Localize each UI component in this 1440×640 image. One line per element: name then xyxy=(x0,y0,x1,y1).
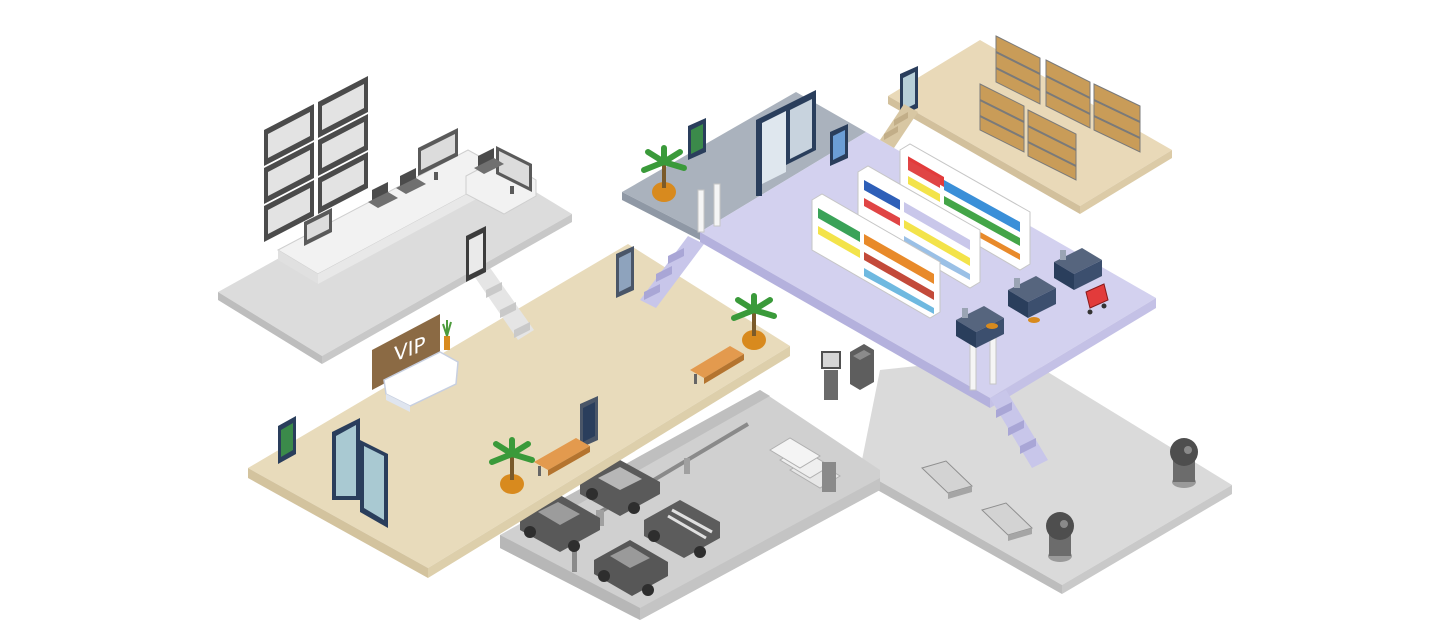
store-stairs xyxy=(990,390,1048,468)
car xyxy=(594,540,668,596)
ticket-machine xyxy=(822,462,836,492)
reception-desk xyxy=(383,351,459,412)
info-screen xyxy=(278,416,296,464)
potted-palm xyxy=(641,145,687,202)
atm-kiosk xyxy=(850,344,874,390)
laptop xyxy=(474,148,504,174)
warehouse xyxy=(880,35,1172,214)
security-robot xyxy=(1046,512,1074,562)
retail-store xyxy=(622,90,1156,468)
product-shelf xyxy=(899,143,1031,271)
laptop xyxy=(368,182,398,208)
digital-signage xyxy=(616,246,634,298)
monitoring-door xyxy=(466,226,486,282)
storage-rack xyxy=(1027,109,1077,181)
potted-palm xyxy=(731,293,777,350)
checkout-counter xyxy=(956,306,1004,348)
storage-rack xyxy=(979,83,1025,153)
digital-signage xyxy=(580,396,598,448)
storage-rack xyxy=(1093,83,1141,153)
monitoring-room xyxy=(218,76,572,364)
car xyxy=(644,500,720,558)
plaza-bench xyxy=(921,460,973,499)
store-wall-screen xyxy=(688,118,706,160)
small-plant xyxy=(442,320,452,350)
product-shelf xyxy=(857,165,981,289)
checkout-counter xyxy=(1054,248,1102,290)
warehouse-door xyxy=(900,66,918,116)
storage-rack xyxy=(1045,59,1091,129)
video-wall xyxy=(264,76,368,242)
store-door xyxy=(756,90,816,196)
desktop-monitor xyxy=(418,128,458,180)
control-desk xyxy=(276,149,537,284)
vip-lobby: VIP xyxy=(248,236,790,578)
ticket-kiosk xyxy=(821,351,841,400)
shopping-cart xyxy=(1085,283,1109,315)
store-wall-screen xyxy=(830,124,848,166)
plaza-bench xyxy=(981,502,1033,541)
outdoor-plaza xyxy=(821,344,1232,594)
desktop-monitor xyxy=(304,208,332,246)
potted-palm xyxy=(489,437,535,494)
laptop xyxy=(396,168,426,194)
entrance-door xyxy=(332,418,388,528)
security-robot xyxy=(1170,438,1198,488)
checkout-counter xyxy=(1008,276,1056,323)
vip-sign-wall: VIP xyxy=(372,314,440,390)
storage-rack xyxy=(995,35,1041,105)
lobby-bench xyxy=(690,346,744,384)
lobby-bench xyxy=(534,438,590,476)
car xyxy=(580,460,660,516)
desktop-monitor xyxy=(496,146,532,194)
product-shelf xyxy=(811,193,941,319)
stairs-to-store xyxy=(640,236,704,308)
security-gate xyxy=(697,183,721,233)
warehouse-stairs xyxy=(880,104,918,148)
